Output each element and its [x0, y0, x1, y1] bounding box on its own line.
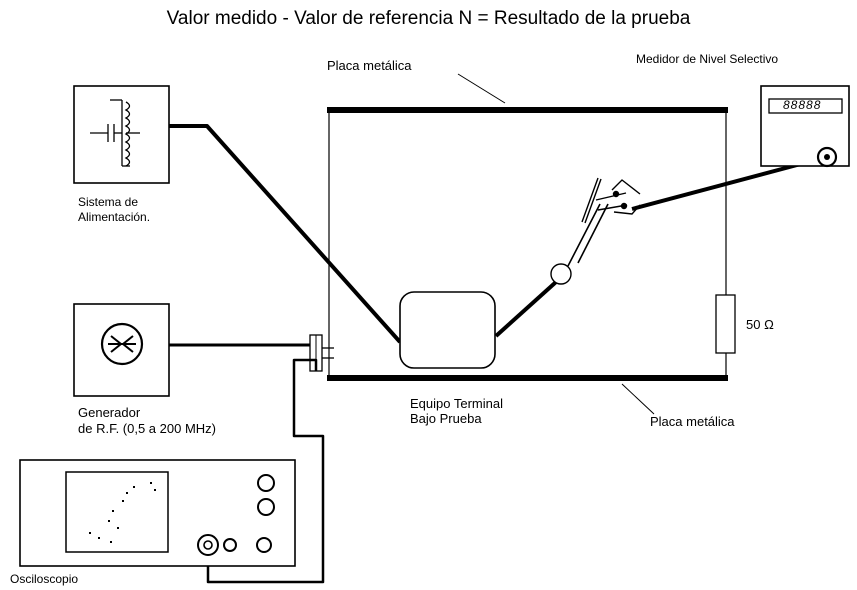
generator-label-line1: Generador	[78, 405, 141, 420]
equipment-label-line1: Equipo Terminal	[410, 396, 503, 411]
capacitor-inductor-icon	[90, 99, 140, 167]
power-supply-box	[73, 85, 170, 184]
equipment-label-line2: Bajo Prueba	[410, 411, 482, 426]
generator-label-line2: de R.F. (0,5 a 200 MHz)	[78, 421, 216, 436]
oscilloscope-label: Osciloscopio	[10, 572, 79, 586]
pickup-probe	[581, 177, 641, 224]
meter-label: Medidor de Nivel Selectivo	[636, 52, 779, 66]
bottom-plate-leader	[621, 383, 655, 415]
meter-display	[768, 98, 843, 114]
power-wire	[169, 124, 402, 344]
resistor-label: 50 Ω	[746, 317, 774, 332]
bottom-plate-label: Placa metálica	[650, 414, 735, 429]
oscilloscope-knob-1	[257, 474, 275, 492]
top-plate-leader	[457, 73, 506, 104]
oscilloscope-trace-dots	[89, 482, 156, 543]
power-supply-label-line1: Sistema de	[78, 195, 139, 209]
oscilloscope-screen	[65, 471, 169, 553]
oscilloscope-knob-2	[257, 498, 275, 516]
coupler-connector	[309, 334, 334, 372]
oscilloscope-knob-4	[256, 537, 272, 553]
selective-level-meter	[760, 85, 850, 168]
rf-generator-box	[73, 303, 170, 397]
top-plate-label: Placa metálica	[327, 58, 412, 73]
probe-ball	[550, 263, 572, 285]
oscilloscope	[19, 459, 296, 567]
metal-plate-enclosure	[327, 107, 728, 381]
meter-display-text: 88888	[783, 98, 822, 112]
resistor-50-ohm	[715, 294, 736, 354]
oscilloscope-knob-3	[223, 538, 237, 552]
power-supply-label-line2: Alimentación.	[78, 210, 151, 224]
probe-wire	[494, 280, 558, 338]
equipment-under-test	[399, 291, 496, 369]
oscilloscope-wire	[206, 358, 325, 584]
diagram-title: Valor medido - Valor de referencia N = R…	[166, 8, 691, 29]
